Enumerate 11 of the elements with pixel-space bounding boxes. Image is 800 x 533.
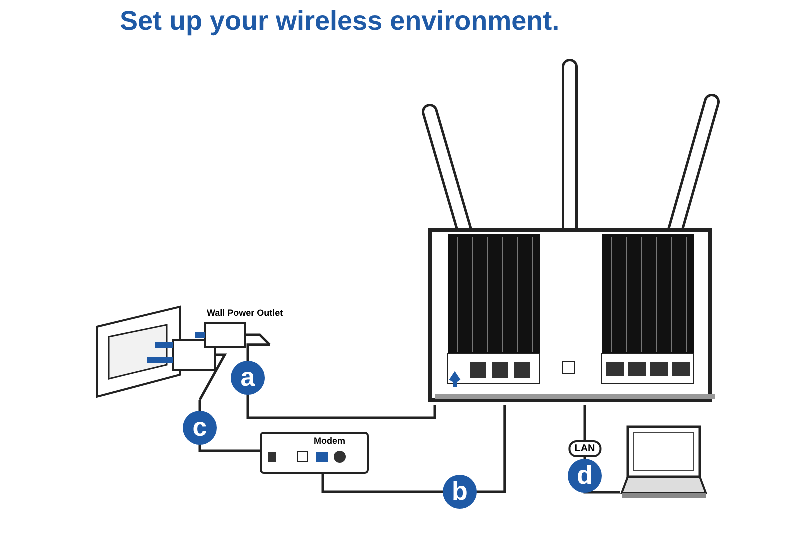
cable-line: [322, 405, 506, 494]
title: Set up your wireless environment.: [120, 6, 560, 37]
edge-label: d: [568, 459, 602, 493]
cable-tag: LAN: [568, 440, 602, 458]
cable-line: [246, 344, 436, 420]
modem-box: [260, 432, 369, 474]
edge-label: b: [443, 475, 477, 509]
edge-label: a: [231, 361, 265, 395]
modem-label: Modem: [314, 436, 346, 446]
outlet-label: Wall Power Outlet: [207, 308, 284, 318]
edge-label: c: [183, 411, 217, 445]
